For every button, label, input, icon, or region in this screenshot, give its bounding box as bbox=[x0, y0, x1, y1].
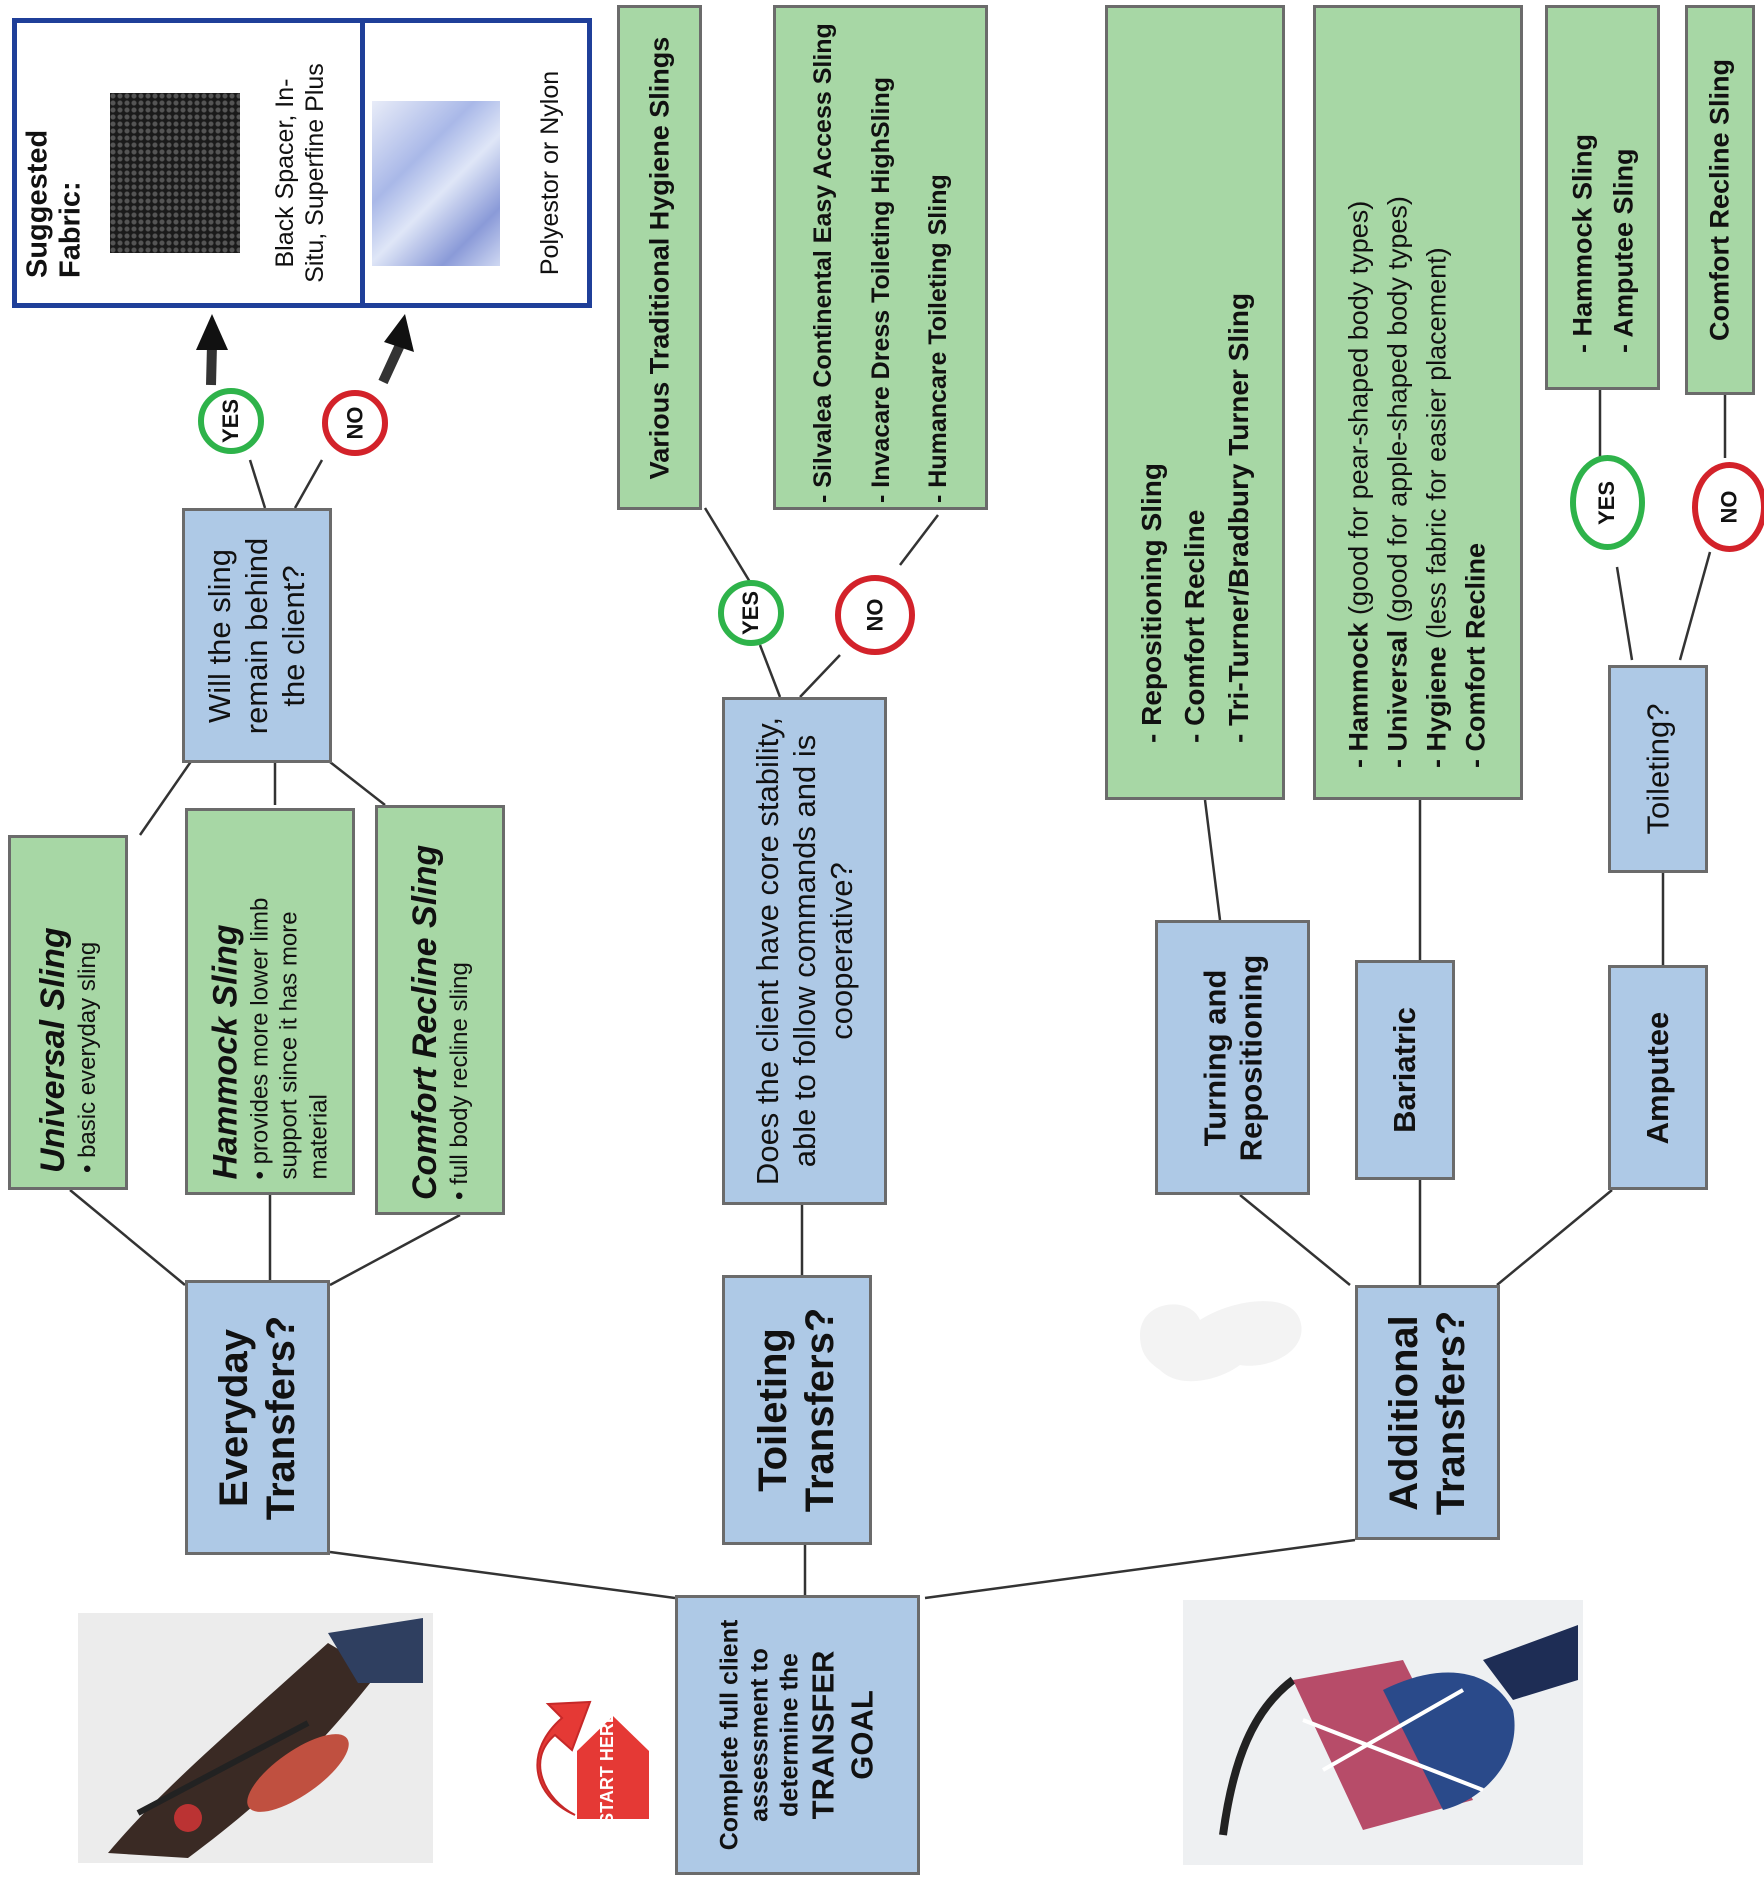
yes-label: YES bbox=[1594, 480, 1620, 525]
toileting-no-sling-2: - Invacare Dress Toileting HighSling bbox=[865, 76, 894, 503]
amputee-toileting-question-box: Toileting? bbox=[1608, 665, 1708, 873]
toileting-no-sling-1: - Silvalea Continental Easy Access Sling bbox=[808, 22, 837, 503]
sling-remain-question-box: Will the sling remain behind the client? bbox=[182, 508, 332, 763]
bariatric-option-3-note: (less fabric for easier placement) bbox=[1422, 246, 1452, 646]
no-label: NO bbox=[862, 598, 887, 632]
amputee-yes-sling-1: - Hammock Sling bbox=[1567, 133, 1597, 353]
bariatric-option-2-note: (good for apple-shaped body types) bbox=[1382, 195, 1413, 630]
universal-sling-title: Universal Sling bbox=[33, 926, 72, 1173]
additional-transfers-box: Additional Transfers? bbox=[1355, 1285, 1500, 1540]
additional-transfers-label: Additional Transfers? bbox=[1381, 1310, 1473, 1515]
everyday-transfers-box: Everyday Transfers? bbox=[185, 1280, 330, 1555]
amputee-yes-badge: YES bbox=[1570, 455, 1645, 550]
toileting-transfers-label: Toileting Transfers? bbox=[750, 1307, 842, 1513]
bariatric-option-2-name: - Universal bbox=[1382, 629, 1413, 768]
amputee-no-sling-box: Comfort Recline Sling bbox=[1685, 5, 1755, 395]
amputee-sling-photo bbox=[1183, 1600, 1583, 1865]
toileting-no-slings-box: - Silvalea Continental Easy Access Sling… bbox=[773, 5, 988, 510]
bariatric-options-box: - Hammock (good for pear-shaped body typ… bbox=[1313, 5, 1523, 800]
sling-remain-no-badge: NO bbox=[322, 390, 388, 456]
hammock-sling-box: Hammock Sling • provides more lower limb… bbox=[185, 808, 355, 1195]
assessment-line-4: TRANSFER bbox=[804, 1650, 840, 1820]
turning-repositioning-label: Turning and Repositioning bbox=[1196, 954, 1268, 1161]
yes-label: YES bbox=[218, 398, 243, 444]
hammock-sling-desc: provides more lower limb support since i… bbox=[246, 897, 333, 1179]
no-label: NO bbox=[1716, 490, 1742, 524]
sling-remain-question: Will the sling remain behind the client? bbox=[202, 537, 312, 734]
amputee-toileting-question: Toileting? bbox=[1640, 703, 1676, 835]
amputee-no-sling: Comfort Recline Sling bbox=[1704, 58, 1735, 342]
turning-options-box: - Repositioning Sling - Comfort Recline … bbox=[1105, 5, 1285, 800]
hammock-sling-photo bbox=[78, 1613, 433, 1863]
bariatric-option-4-name: - Comfort Recline bbox=[1461, 542, 1492, 768]
bariatric-label: Bariatric bbox=[1387, 1007, 1423, 1133]
suggested-fabric-heading: Suggested Fabric: bbox=[21, 129, 87, 278]
fabric-yes-text: Black Spacer, In-Situ, Superfine Plus bbox=[271, 63, 329, 283]
turning-option-1: - Repositioning Sling bbox=[1135, 462, 1167, 743]
no-label: NO bbox=[342, 406, 367, 440]
bariatric-box: Bariatric bbox=[1355, 960, 1455, 1180]
universal-sling-box: Universal Sling • basic everyday sling bbox=[8, 835, 128, 1190]
start-here-label: START HERE bbox=[597, 1711, 617, 1820]
core-stability-question: Does the client have core stability, abl… bbox=[749, 716, 860, 1186]
turning-repositioning-box: Turning and Repositioning bbox=[1155, 920, 1310, 1195]
turning-option-2: - Comfort Recline bbox=[1179, 509, 1211, 743]
traditional-hygiene-slings-box: Various Traditional Hygiene Slings bbox=[617, 5, 702, 510]
comfort-recline-sling-title: Comfort Recline Sling bbox=[405, 844, 444, 1200]
everyday-transfers-label: Everyday Transfers? bbox=[211, 1315, 303, 1520]
assessment-line-5: GOAL bbox=[843, 1690, 879, 1780]
toileting-no-sling-3: - Humancare Toileting Sling bbox=[923, 173, 952, 503]
fabric-no-text: Polyestor or Nylon bbox=[535, 70, 564, 276]
amputee-box: Amputee bbox=[1608, 965, 1708, 1190]
yes-label: YES bbox=[738, 590, 763, 636]
comfort-recline-sling-desc: full body recline sling bbox=[445, 962, 473, 1185]
assessment-line-3: determine the bbox=[774, 1653, 803, 1817]
hammock-sling-title: Hammock Sling bbox=[206, 923, 245, 1179]
core-stability-question-box: Does the client have core stability, abl… bbox=[722, 697, 887, 1205]
amputee-yes-slings-box: - Hammock Sling - Amputee Sling bbox=[1545, 5, 1660, 390]
amputee-no-badge: NO bbox=[1692, 462, 1764, 552]
toileting-yes-badge: YES bbox=[718, 580, 784, 646]
assessment-line-1: Complete full client bbox=[714, 1619, 743, 1851]
sling-remain-yes-badge: YES bbox=[198, 388, 264, 454]
start-assessment-box: Complete full client assessment to deter… bbox=[675, 1595, 920, 1875]
bariatric-option-3-name: - Hygiene bbox=[1422, 645, 1452, 768]
bariatric-option-1-note: (good for pear-shaped body types) bbox=[1343, 200, 1374, 622]
black-spacer-fabric-swatch bbox=[110, 93, 240, 253]
amputee-label: Amputee bbox=[1640, 1011, 1676, 1144]
polyester-fabric-swatch bbox=[372, 101, 500, 266]
traditional-hygiene-slings: Various Traditional Hygiene Slings bbox=[644, 36, 674, 479]
bariatric-option-1-name: - Hammock bbox=[1343, 621, 1374, 768]
suggested-fabric-panel: Suggested Fabric: Black Spacer, In-Situ,… bbox=[12, 18, 592, 308]
turning-option-3: - Tri-Turner/Bradbury Turner Sling bbox=[1222, 292, 1254, 743]
start-here-arrow: START HERE bbox=[536, 1700, 649, 1820]
amputee-yes-sling-2: - Amputee Sling bbox=[1607, 147, 1638, 353]
toileting-no-badge: NO bbox=[835, 575, 915, 655]
toileting-transfers-box: Toileting Transfers? bbox=[722, 1275, 872, 1545]
comfort-recline-sling-box: Comfort Recline Sling • full body reclin… bbox=[375, 805, 505, 1215]
universal-sling-desc: basic everyday sling bbox=[73, 941, 101, 1158]
assessment-line-2: assessment to bbox=[744, 1648, 773, 1822]
